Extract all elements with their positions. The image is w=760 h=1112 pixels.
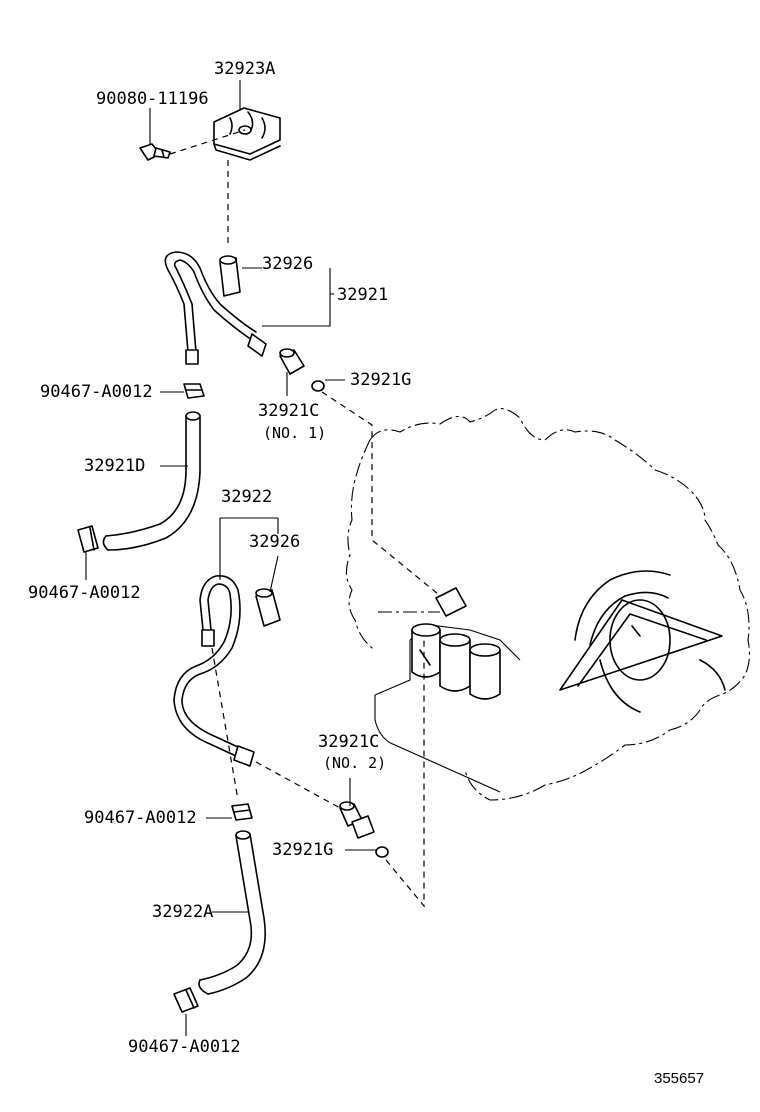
sleeve-32926-upper	[219, 255, 241, 297]
hose-32921d	[102, 411, 201, 551]
leader-lines	[85, 80, 376, 1036]
clamp-lower-1	[77, 525, 99, 553]
label-union-1: 32921C	[258, 401, 320, 421]
transmission-outline	[345, 408, 751, 801]
label-gasket-1: 32921G	[350, 370, 412, 390]
label-bracket: 32923A	[214, 59, 276, 79]
label-tube-assy-1: 32921	[337, 285, 389, 305]
bracket-32923a	[213, 107, 281, 161]
gasket-32921g-upper	[311, 380, 325, 392]
label-sleeve-2: 32926	[249, 532, 301, 552]
label-union-2: 32921C	[318, 732, 380, 752]
label-union-2-note: (NO. 2)	[323, 754, 387, 772]
label-clamp-3: 90467-A0012	[84, 808, 197, 828]
label-hose-1: 32921D	[84, 456, 146, 476]
clamp-upper-1	[183, 383, 205, 399]
label-gasket-2: 32921G	[272, 840, 334, 860]
tube-32921	[164, 251, 267, 365]
union-32921c-no2	[339, 801, 375, 839]
clamp-lower-2	[173, 987, 199, 1013]
label-tube-assy-2: 32922	[221, 487, 273, 507]
document-number: 355657	[654, 1070, 705, 1087]
label-clamp-4: 90467-A0012	[128, 1037, 241, 1057]
union-32921c-no1	[279, 348, 305, 375]
label-bolt: 90080-11196	[96, 89, 209, 109]
tube-32922	[173, 574, 255, 767]
bolt-90080	[139, 143, 171, 161]
label-clamp-2: 90467-A0012	[28, 583, 141, 603]
sleeve-32926-lower	[255, 588, 281, 627]
label-hose-2: 32922A	[152, 902, 214, 922]
label-clamp-1: 90467-A0012	[40, 382, 153, 402]
clamp-upper-2	[231, 803, 253, 821]
gasket-32921g-lower	[375, 846, 389, 858]
label-union-1-note: (NO. 1)	[263, 424, 327, 442]
hose-32922a	[198, 830, 266, 995]
label-sleeve-1: 32926	[262, 254, 314, 274]
